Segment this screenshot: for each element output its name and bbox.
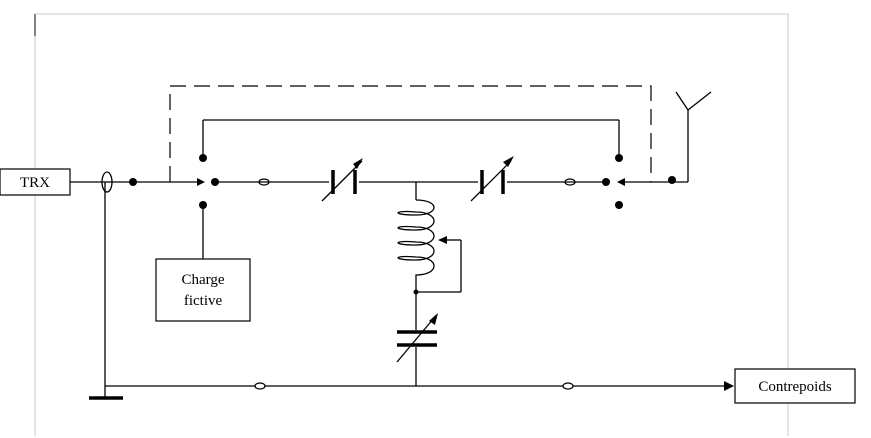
switch-icon: [197, 120, 219, 259]
junction-dot: [129, 178, 137, 186]
ferrite-choke-icon: [101, 171, 113, 193]
trx-box: TRX: [0, 168, 71, 196]
switch-icon: [602, 120, 625, 209]
trx-label: TRX: [20, 175, 50, 191]
variable-capacitor-icon: [321, 158, 363, 202]
variable-inductor-icon: [397, 199, 462, 295]
page-frame: [34, 13, 789, 436]
counterpoise-box: Contrepoids: [734, 368, 856, 404]
junction-dot: [668, 176, 676, 184]
arrow-icon: [724, 381, 734, 391]
counterpoise-label: Contrepoids: [758, 379, 831, 395]
ferrite-choke-icon: [258, 178, 270, 186]
ferrite-choke-icon: [562, 382, 574, 390]
dummy-load-box: Charge fictive: [155, 258, 251, 322]
ferrite-choke-icon: [564, 178, 576, 186]
dummy-load-label-line1: Charge: [181, 272, 224, 288]
ganged-switch-link: [169, 85, 652, 182]
ground-line: [89, 182, 734, 400]
ferrite-choke-icon: [254, 382, 266, 390]
dummy-load-label-line2: fictive: [184, 293, 223, 309]
variable-capacitor-icon: [396, 313, 438, 363]
antenna-icon: [675, 91, 712, 182]
variable-capacitor-icon: [470, 156, 514, 202]
